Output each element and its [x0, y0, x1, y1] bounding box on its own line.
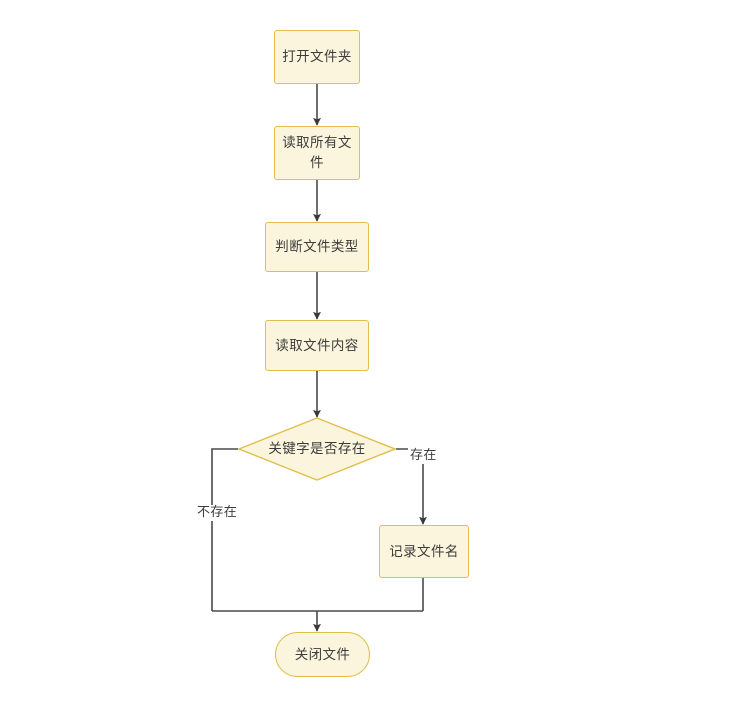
node-label: 记录文件名 — [389, 543, 459, 560]
node-check-file-type[interactable]: 判断文件类型 — [265, 222, 369, 272]
node-close-file[interactable]: 关闭文件 — [275, 632, 370, 677]
node-record-file-name[interactable]: 记录文件名 — [379, 525, 469, 578]
node-label: 读取文件内容 — [275, 337, 359, 354]
edge-label-not-exists: 不存在 — [195, 505, 240, 521]
node-label: 关键字是否存在 — [268, 441, 366, 457]
node-label: 关闭文件 — [294, 646, 351, 663]
node-read-file-content[interactable]: 读取文件内容 — [265, 320, 369, 371]
diamond-shape — [238, 417, 396, 481]
node-open-folder[interactable]: 打开文件夹 — [274, 30, 360, 84]
node-label: 读取所有文件 — [282, 135, 352, 171]
connector-n5-merge — [211, 448, 238, 611]
edge-label-exists: 存在 — [408, 448, 439, 464]
node-label: 判断文件类型 — [275, 239, 359, 255]
node-label: 打开文件夹 — [282, 49, 352, 65]
node-keyword-exists-decision[interactable]: 关键字是否存在 — [238, 417, 396, 481]
node-read-all-files[interactable]: 读取所有文件 — [274, 126, 360, 180]
